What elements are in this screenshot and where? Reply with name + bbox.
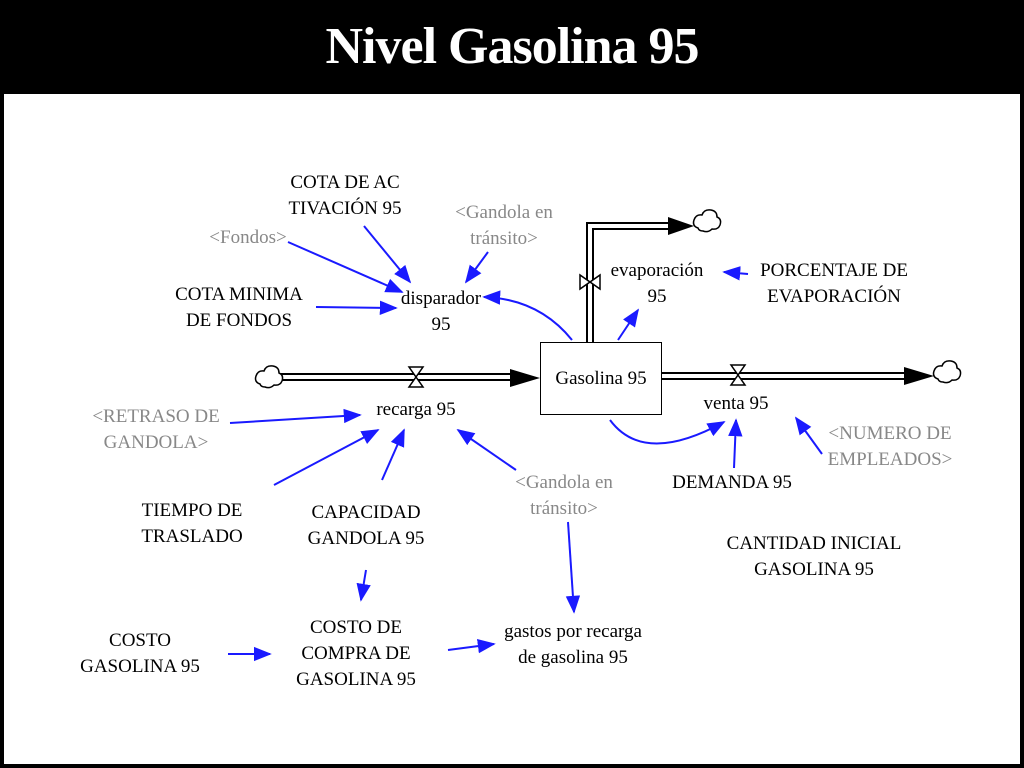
node-cota-minima[interactable]: COTA MINIMA DE FONDOS	[175, 284, 303, 331]
outflow-pipe	[662, 367, 934, 385]
page-title: Nivel Gasolina 95	[325, 17, 699, 75]
venta-valve-icon	[729, 364, 747, 386]
node-recarga[interactable]: recarga 95	[376, 399, 456, 420]
node-tiempo-traslado[interactable]: TIEMPO DE TRASLADO	[141, 500, 243, 547]
node-evaporacion[interactable]: evaporación 95	[610, 260, 704, 307]
node-cantidad-inicial[interactable]: CANTIDAD INICIAL GASOLINA 95	[726, 533, 902, 580]
sink-cloud-right-icon	[932, 360, 962, 384]
evaporation-valve-icon	[579, 273, 601, 291]
diagram-canvas: Gasolina 95 COTA DE AC TIVACIÓN 95 <Fond…	[4, 94, 1020, 764]
sink-cloud-top-icon	[692, 209, 722, 233]
node-disparador[interactable]: disparador 95	[400, 288, 482, 335]
evaporation-pipe	[586, 217, 694, 342]
node-costo-gasolina[interactable]: COSTO GASOLINA 95	[80, 630, 200, 677]
source-cloud-icon	[254, 365, 284, 389]
node-gastos-recarga[interactable]: gastos por recarga de gasolina 95	[504, 621, 642, 668]
node-retraso-gandola-shadow[interactable]: <RETRASO DE GANDOLA>	[92, 406, 220, 453]
diagram-svg	[228, 209, 962, 662]
node-gandola-transito-top-shadow[interactable]: <Gandola en tránsito>	[455, 202, 553, 249]
inflow-pipe	[276, 369, 540, 387]
node-gandola-transito-mid-shadow[interactable]: <Gandola en tránsito>	[515, 472, 613, 519]
title-bar: Nivel Gasolina 95	[0, 0, 1024, 92]
node-capacidad-gandola[interactable]: CAPACIDAD GANDOLA 95	[307, 502, 425, 549]
node-fondos-shadow[interactable]: <Fondos>	[209, 227, 287, 248]
node-demanda[interactable]: DEMANDA 95	[672, 472, 792, 493]
causal-links	[228, 225, 823, 662]
node-porcentaje-evaporacion[interactable]: PORCENTAJE DE EVAPORACIÓN	[760, 260, 908, 307]
node-venta[interactable]: venta 95	[703, 393, 769, 414]
node-cota-activacion[interactable]: COTA DE AC TIVACIÓN 95	[288, 172, 402, 219]
node-costo-compra[interactable]: COSTO DE COMPRA DE GASOLINA 95	[296, 617, 416, 690]
node-numero-empleados-shadow[interactable]: <NUMERO DE EMPLEADOS>	[827, 423, 953, 470]
stock-gasolina-95[interactable]: Gasolina 95	[540, 342, 662, 415]
recarga-valve-icon	[407, 366, 425, 388]
